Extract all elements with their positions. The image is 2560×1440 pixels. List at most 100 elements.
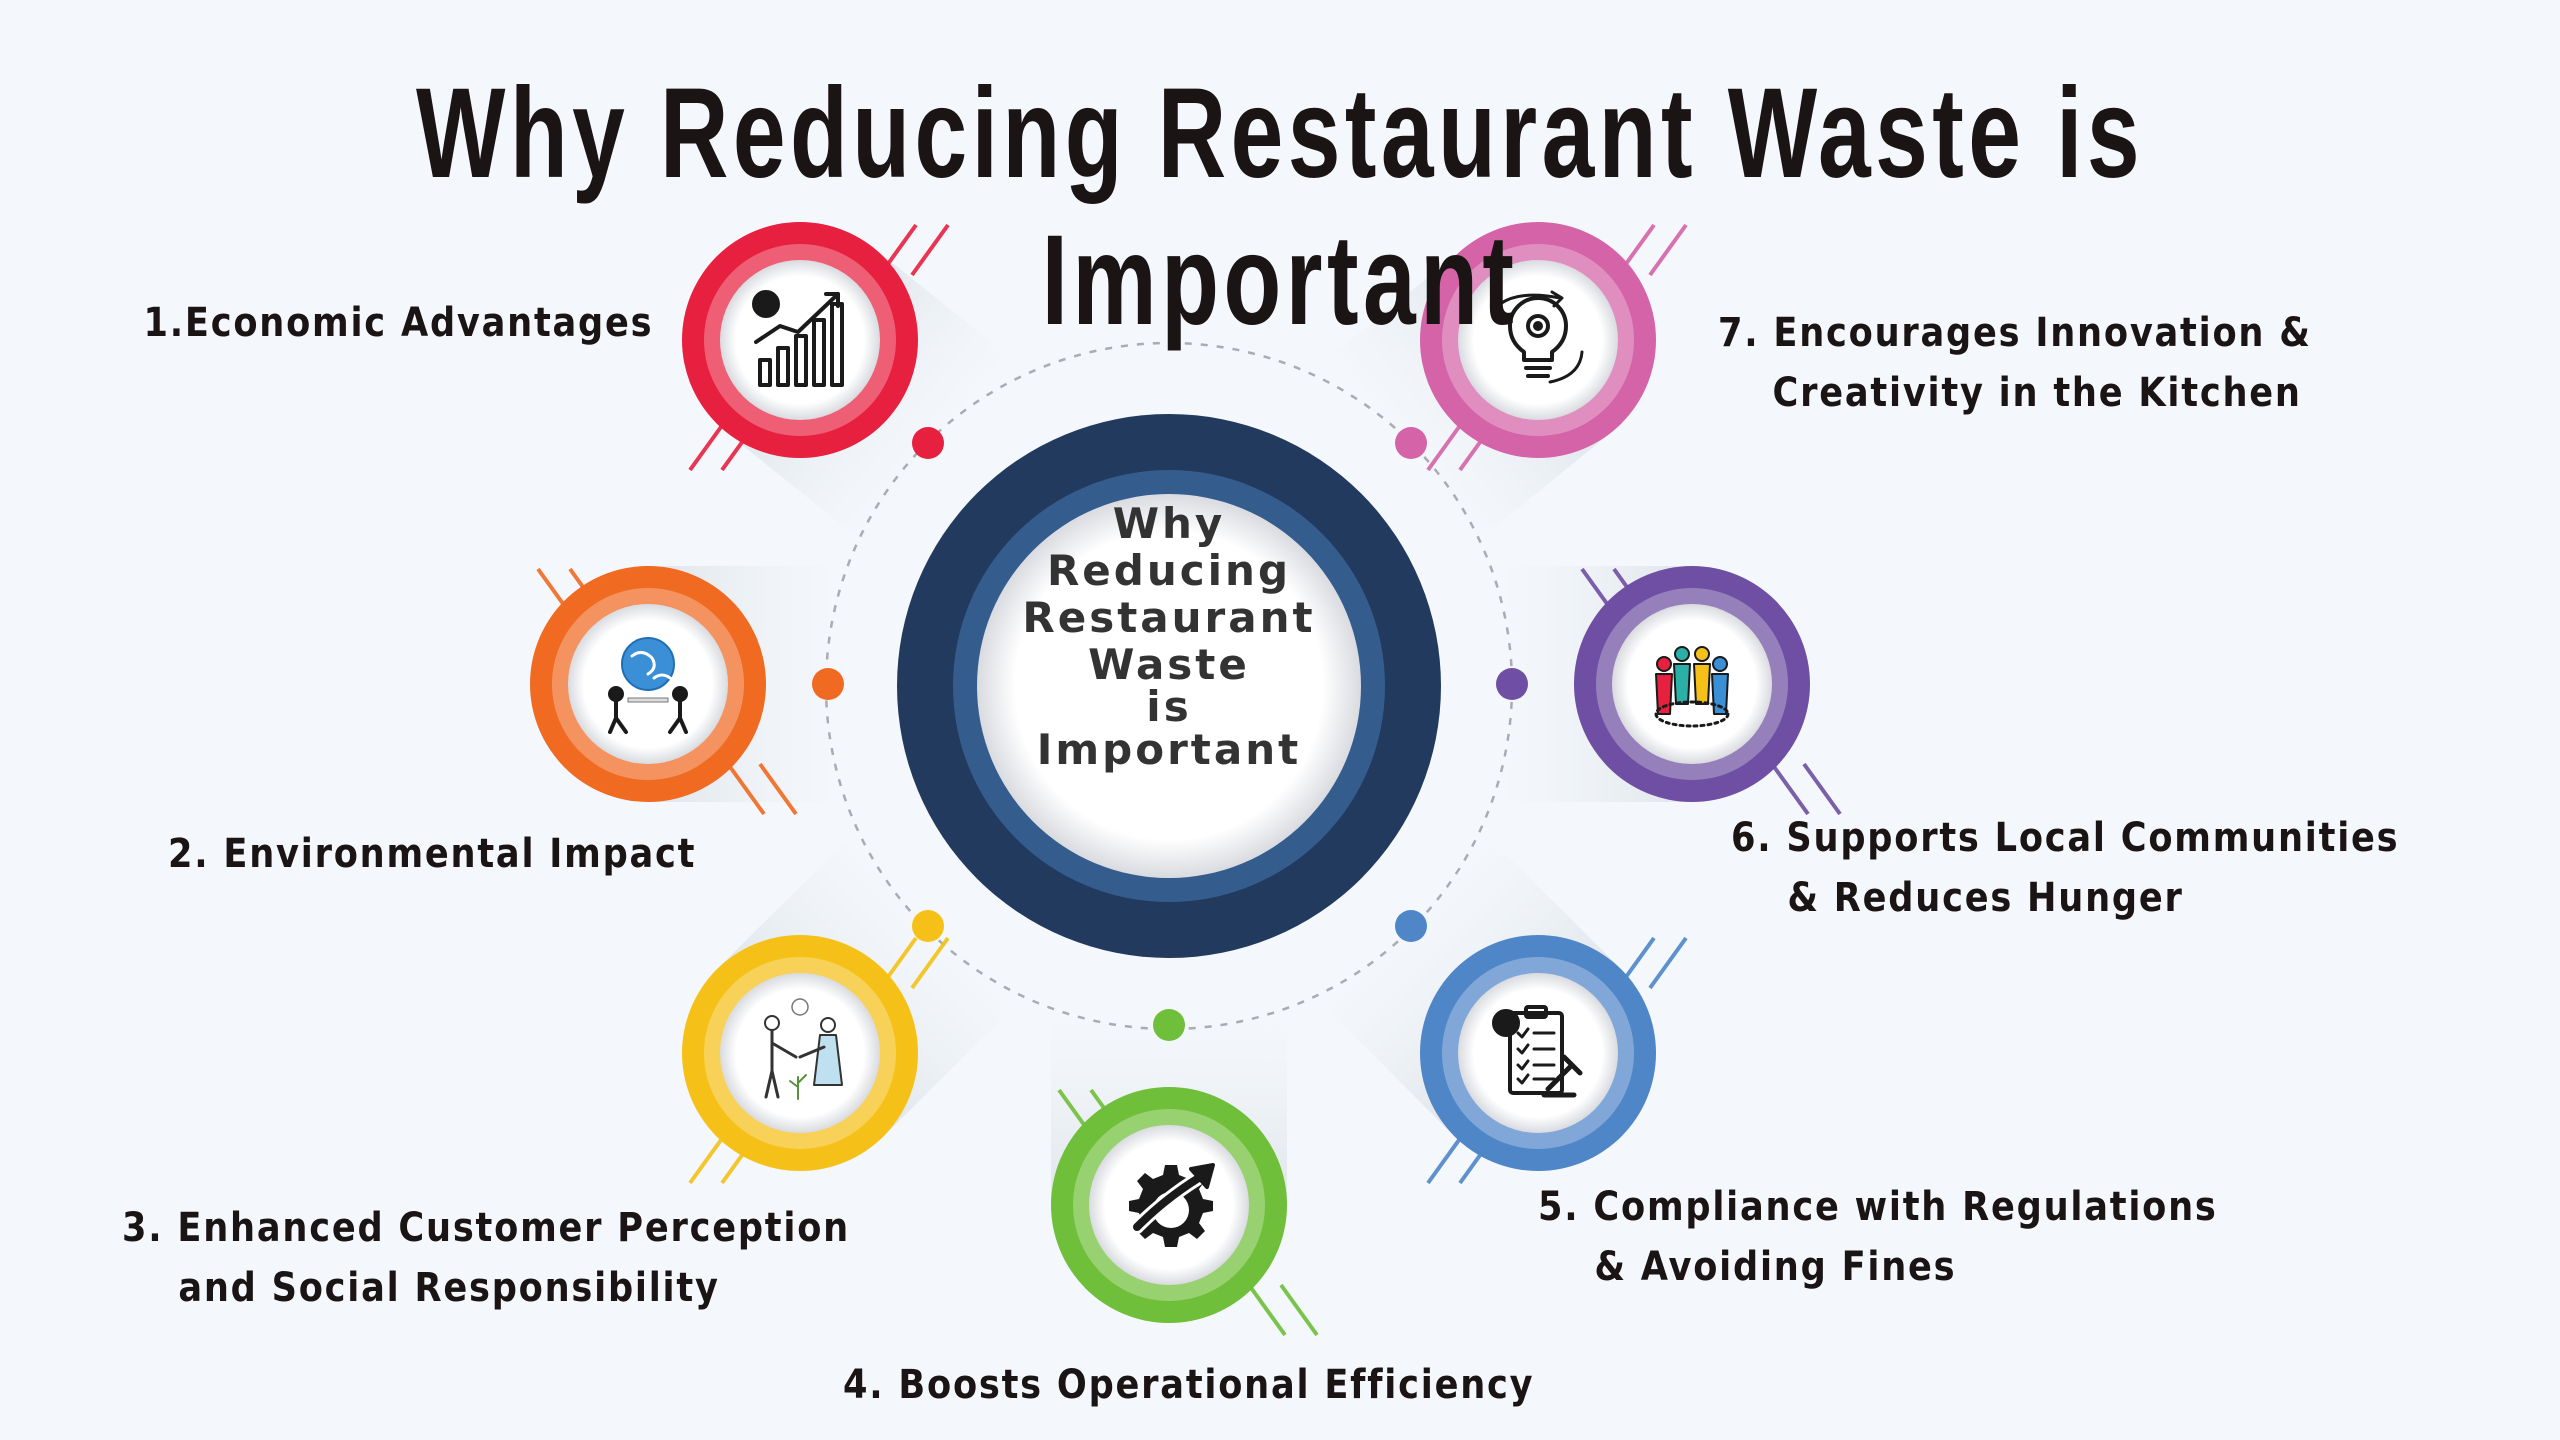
connector-dot [1496,668,1528,700]
community-circle [1654,700,1730,728]
item-text: Boosts Operational Efficiency [898,1362,1535,1408]
people-handshake-icon [764,998,843,1100]
item-text: & Avoiding Fines [1594,1244,1957,1290]
checklist-line [1516,1073,1556,1085]
decorative-stripe [1426,1131,1466,1185]
person-head [1674,646,1690,662]
item-text: Supports Local Communities [1786,815,2400,861]
arrow-head [824,292,840,308]
decorative-stripe [910,223,950,277]
center-title-line: Reducing [1046,546,1292,595]
globe-meeting-icon [608,637,688,734]
award-badge [1492,1009,1520,1037]
center-title-line: Waste [1088,640,1250,689]
decorative-stripe [1247,1283,1287,1337]
item-number: 3. [122,1205,164,1251]
lightbulb-base [1524,366,1552,378]
decorative-stripe [1426,418,1466,472]
item-label-6: 6. Supports Local Communities & Reduces … [1731,808,2399,928]
bar [794,334,808,387]
checklist-line [1516,1043,1556,1055]
arrow-head [1189,1163,1215,1189]
person [668,698,688,734]
checklist-line [1516,1059,1556,1071]
continents [630,651,672,680]
item-number: 4. [843,1362,885,1408]
globe [621,637,675,691]
decorative-stripe [726,762,766,816]
center-title-line: Why [1112,499,1226,548]
item-label-3: 3. Enhanced Customer Perception and Soci… [122,1198,850,1318]
gear [1526,314,1550,338]
lightbulb [1508,296,1568,362]
gear-arrow-icon [1129,1163,1215,1247]
decorative-stripe [1802,762,1842,816]
connector-dot [1395,910,1427,942]
item-label-2: 2. Environmental Impact [168,824,696,884]
page-title: Why Reducing Restaurant Waste is Importa… [415,62,2145,352]
dollar-coin [752,290,780,318]
item-label-7: 7. Encourages Innovation & Creativity in… [1718,303,2312,423]
item-number: 2. [168,831,210,877]
item-text: Enhanced Customer Perception [177,1205,850,1251]
bar [812,318,826,387]
person [608,698,628,734]
connector-dot [912,910,944,942]
person-head [820,1017,836,1033]
item-text: Encourages Innovation & [1773,310,2312,356]
center-white-disc [977,494,1361,878]
person-head [1694,646,1710,662]
connector-dot [1153,1009,1185,1041]
checklist-line [1516,1027,1556,1039]
item-label-1: 1.Economic Advantages [143,293,653,353]
item-white-disc [720,973,880,1133]
center-title-line: Restaurant [1022,593,1316,642]
clip [1524,1005,1548,1019]
bar [776,346,790,387]
item-white-disc [1612,604,1772,764]
center-title: Why Reducing Restaurant Waste is Importa… [969,500,1369,773]
decorative-stripe [688,418,728,472]
person-body [1655,673,1673,715]
center-title-line: Important [1036,725,1302,774]
trend-line [754,292,840,344]
item-white-disc [1458,973,1618,1133]
scale-badge [791,998,809,1016]
person [813,1034,843,1086]
item-text: Economic Advantages [184,300,653,346]
arm [798,1045,826,1059]
decorative-stripe [910,936,950,990]
clipboard-gavel-icon [1492,1005,1583,1098]
plant [789,1074,807,1100]
decorative-stripe [758,762,798,816]
item-text: Creativity in the Kitchen [1772,370,2302,416]
table [627,697,669,703]
item-number: 5. [1538,1184,1580,1230]
clipboard [1508,1011,1564,1095]
item-text: and Social Responsibility [178,1265,720,1311]
connector-dot [812,668,844,700]
person-head [1712,656,1728,672]
person-body [1673,663,1691,705]
person [764,1029,798,1099]
chart-growth-dollar-icon [752,290,844,387]
lightbulb-gear-icon [1498,290,1584,384]
bar [758,358,772,387]
gear-center [1533,321,1543,331]
item-number: 1. [143,300,185,346]
gavel [1541,1054,1583,1098]
item-label-5: 5. Compliance with Regulations & Avoidin… [1538,1177,2218,1297]
decorative-stripe [688,1131,728,1185]
item-text: Environmental Impact [223,831,697,877]
person-body [1693,663,1711,705]
item-white-disc [1458,260,1618,420]
curved-arrow [1498,290,1584,384]
item-number: 6. [1731,815,1773,861]
person-head [1656,656,1672,672]
connector-dot [912,427,944,459]
item-number: 7. [1718,310,1760,356]
community-people-icon [1654,646,1730,728]
decorative-stripe [1648,223,1688,277]
decorative-stripe [1770,762,1810,816]
